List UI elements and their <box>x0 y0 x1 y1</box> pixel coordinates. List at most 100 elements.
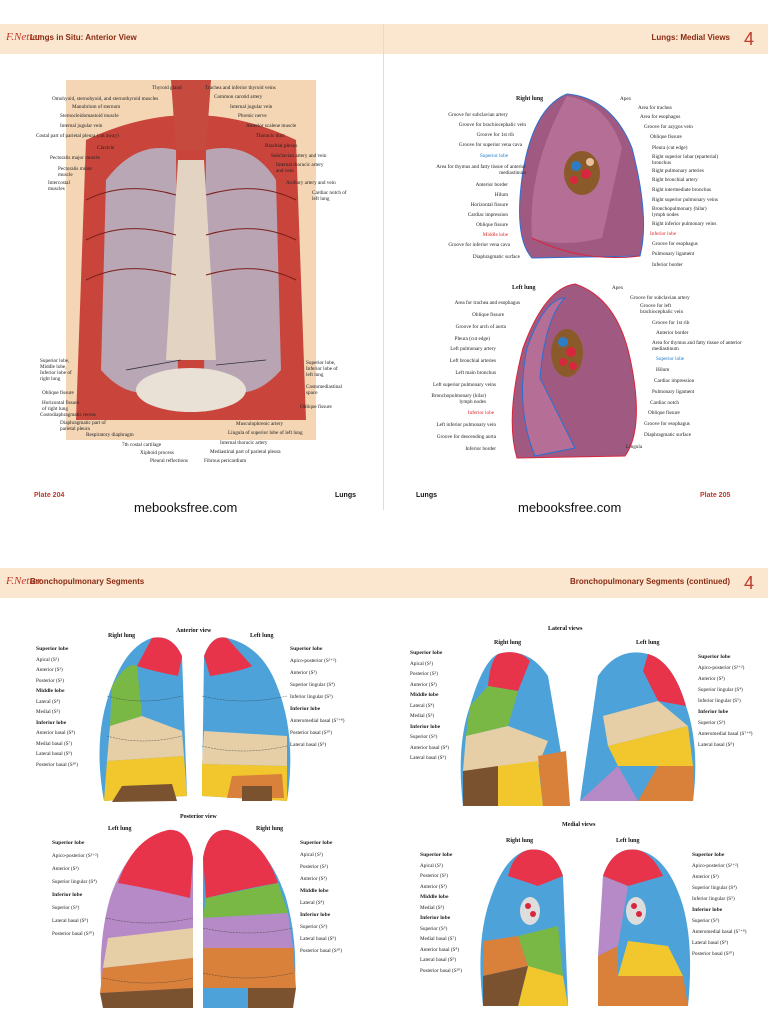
segment-label: Anterior (S³) <box>300 876 327 882</box>
right-lung-label: Groove for superior vena cava <box>458 142 522 148</box>
left-lung-label: Groove for left brachiocephalic vein <box>640 303 684 315</box>
page-title-left: Lungs in Situ: Anterior View <box>30 33 137 42</box>
segment-label: Apical (S¹) <box>420 862 444 869</box>
segment-label: Superior lobe <box>290 646 323 652</box>
segment-label: Anterior (S³) <box>420 883 447 890</box>
left-lung-medial-illustration <box>511 283 637 459</box>
segment-label: Apico-posterior (S¹⁺²) <box>290 658 337 664</box>
segment-label: Superior lobe <box>36 646 69 652</box>
segment-label: Superior (S⁶) <box>692 918 720 924</box>
segment-label: Lateral (S⁴) <box>410 702 435 709</box>
segment-label: Medial basal (S⁷) <box>420 936 457 942</box>
chapter-number: 4 <box>743 573 754 593</box>
insitu-label: Oblique fissure <box>300 404 332 410</box>
insitu-label: Thyroid gland <box>152 85 182 91</box>
insitu-label: Cardiac notch of left lung <box>312 190 347 202</box>
left-lung-label: Pleura (cut edge) <box>454 336 490 342</box>
segment-label: Lateral (S⁴) <box>300 900 325 906</box>
right-lung-label: Oblique fissure <box>650 134 682 140</box>
segment-label: Anterior (S³) <box>290 670 317 676</box>
insitu-label: Intercostal muscles <box>48 180 70 192</box>
segment-label: Anterior (S³) <box>410 681 437 688</box>
right-lung-title: Right lung <box>108 633 136 639</box>
right-lung-label: Oblique fissure <box>476 222 508 228</box>
right-lung-label: Groove for esophagus <box>652 241 698 247</box>
segment-label: Middle lobe <box>36 688 65 694</box>
right-lung-label: Bronchopulmonary (hilar) lymph nodes <box>652 206 707 218</box>
right-lung-label: Right superior lobar (eparterial) bronch… <box>652 154 719 166</box>
insitu-label: Fibrous pericardium <box>204 458 247 464</box>
insitu-label: Xiphoid process <box>140 450 174 456</box>
insitu-label: 7th costal cartilage <box>122 442 162 448</box>
right-lung-label: Area for esophagus <box>640 114 681 120</box>
right-lung-label: Right superior pulmonary veins <box>652 197 718 203</box>
segment-label: Middle lobe <box>300 888 329 894</box>
insitu-label: Anterior scalene muscle <box>246 123 297 129</box>
right-lung-label: Right intermediate bronchus <box>652 187 712 193</box>
bottom-header: F.Netter Bronchopulmonary Segments Bronc… <box>0 568 768 598</box>
segment-label: Lateral (S⁴) <box>36 698 61 705</box>
insitu-label: Costodiaphragmatic recess <box>40 412 96 418</box>
insitu-label: Mediastinal part of parietal pleura <box>210 449 281 455</box>
left-lung-label: Area for thymus and fatty tissue of ante… <box>652 340 742 352</box>
segment-label: Apical (S¹) <box>36 656 60 663</box>
lateral-segments-illustration <box>460 652 696 806</box>
insitu-label: Subclavian artery and vein <box>271 153 327 159</box>
left-lung-label: Inferior border <box>465 446 496 452</box>
segment-label: Anterior basal (S⁸) <box>420 946 459 953</box>
right-lung-title: Right lung <box>506 838 534 844</box>
left-lung-label: Left pulmonary artery <box>450 346 496 352</box>
page-title-right: Lungs: Medial Views <box>651 33 730 42</box>
right-lung-label: Diaphragmatic surface <box>472 254 520 260</box>
segment-label: Anteromedial basal (S⁷⁺⁸) <box>698 731 753 737</box>
segment-label: Inferior lobe <box>698 709 729 715</box>
netter-signature-logo: F.Netter <box>6 31 42 43</box>
right-lung-label: Pulmonary ligament <box>652 251 695 257</box>
insitu-label: Superior lobe, Middle lobe, Inferior lob… <box>40 358 72 382</box>
segment-label: Posterior basal (S¹⁰) <box>290 730 332 736</box>
insitu-label: Clavicle <box>97 145 115 151</box>
watermark-url: mebooksfree.com <box>518 500 622 512</box>
right-lung-title: Right lung <box>494 640 522 646</box>
segment-label: Anterior (S³) <box>698 676 725 682</box>
segment-label: Posterior basal (S¹⁰) <box>692 951 734 957</box>
right-lung-label: Apex <box>620 96 632 102</box>
segment-label: Posterior basal (S¹⁰) <box>300 948 342 954</box>
left-lung-title: Left lung <box>108 826 132 832</box>
insitu-label: Pectoralis major muscle <box>50 155 100 161</box>
right-lung-label: Right inferior pulmonary veins <box>652 221 717 227</box>
insitu-label: Thoracic duct <box>256 133 285 139</box>
lungs-in-situ-illustration <box>66 80 316 440</box>
insitu-label: Axillary artery and vein <box>286 180 336 186</box>
insitu-label: Superior lobe, Inferior lobe of left lun… <box>306 360 338 378</box>
right-lung-label: Groove for subclavian artery <box>448 112 508 118</box>
segment-label: Lateral basal (S⁹) <box>410 755 447 761</box>
insitu-label: Internal jugular vein <box>230 104 273 110</box>
segment-label: Lateral basal (S⁹) <box>420 957 457 963</box>
segment-label: Lateral basal (S⁹) <box>300 936 337 942</box>
insitu-label: Internal thoracic artery <box>220 440 268 446</box>
segment-label: Superior lobe <box>698 654 731 660</box>
insitu-label: Internal jugular vein <box>60 123 103 129</box>
segment-label: Posterior basal (S¹⁰) <box>36 761 78 768</box>
right-lung-label: Groove for inferior vena cava <box>448 242 510 248</box>
segment-label: Inferior lobe <box>52 892 83 898</box>
plate-number-right: Plate 205 <box>700 492 731 499</box>
right-lung-label: Pleura (cut edge) <box>652 145 688 151</box>
right-lung-label: Hilum <box>494 192 508 198</box>
left-lung-label: Left superior pulmonary veins <box>433 382 496 388</box>
segment-label: Apical (S¹) <box>410 660 434 667</box>
segment-label: Superior (S⁶) <box>52 905 80 911</box>
posterior-segments-illustration <box>100 829 296 1008</box>
segment-label: Superior lobe <box>300 840 333 846</box>
right-lung-label: Right pulmonary arteries <box>652 168 704 174</box>
left-lung-label: Pulmonary ligament <box>652 389 695 395</box>
segment-label: Inferior lobe <box>290 706 321 712</box>
segment-label: Superior lobe <box>420 852 453 858</box>
segment-label: Superior lingular (S⁴) <box>692 885 737 891</box>
right-lung-title: Right lung <box>516 96 544 102</box>
insitu-label: Common carotid artery <box>214 94 263 100</box>
segment-label: Inferior lobe <box>420 915 451 921</box>
medial-views-title: Medial views <box>562 822 596 828</box>
anterior-segments-illustration <box>99 637 291 802</box>
